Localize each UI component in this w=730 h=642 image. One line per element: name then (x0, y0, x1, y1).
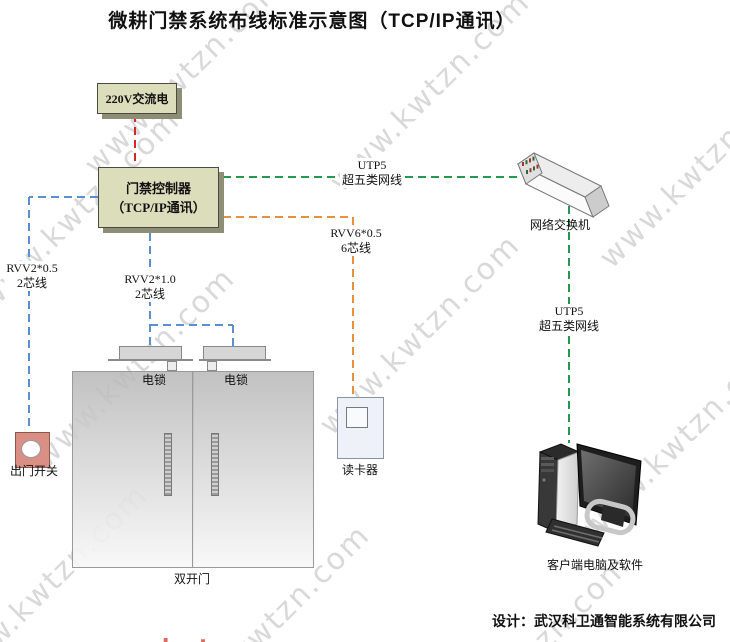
designer-credit: 设计：武汉科卫通智能系统有限公司 (492, 613, 716, 629)
cable-label-rvv2-lock: RVV2*1.0 2芯线 (122, 272, 178, 302)
card-reader-label: 读卡器 (341, 463, 379, 477)
cable-label-utp5-top: UTP5 超五类网线 (339, 158, 405, 188)
cable-utp5-top-line2: 超五类网线 (341, 173, 403, 187)
page-title: 微耕门禁系统布线标准示意图（TCP/IP通讯） (108, 11, 516, 32)
cable-label-rvv2-exit: RVV2*0.5 2芯线 (4, 261, 60, 291)
controller-label-line2: （TCP/IP通讯） (111, 199, 206, 215)
lock-left-foot (167, 361, 177, 371)
lock-right-icon (203, 346, 266, 360)
cable-utp5-down-line1: UTP5 (554, 304, 584, 318)
lock-right-base (199, 359, 271, 361)
controller-node: 门禁控制器 （TCP/IP通讯） (98, 167, 219, 228)
cable-rvv2-lock-line1: RVV2*1.0 (124, 272, 176, 286)
power-node: 220V交流电 (97, 83, 177, 114)
power-label: 220V交流电 (105, 92, 169, 106)
controller-label-line1: 门禁控制器 (125, 180, 191, 196)
lock-left-base (108, 359, 193, 361)
door-right-panel (192, 371, 314, 568)
cable-rvv2-lock-line2: 2芯线 (134, 287, 165, 301)
cable-label-utp5-down: UTP5 超五类网线 (536, 304, 602, 334)
computer-label: 客户端电脑及软件 (546, 558, 644, 572)
lock-right-label: 电锁 (223, 373, 249, 387)
watermark-red: www.kwtzn.com (90, 636, 304, 642)
cable-rvv2-exit-line2: 2芯线 (16, 276, 47, 290)
card-reader-icon (337, 397, 384, 459)
cable-rvv6-line1: RVV6*0.5 (330, 226, 382, 240)
cable-utp5-down-line2: 超五类网线 (538, 319, 600, 333)
switch-label: 网络交换机 (529, 218, 591, 232)
door-label: 双开门 (173, 572, 211, 586)
client-computer-icon (537, 443, 642, 547)
exit-button-icon (15, 432, 50, 468)
door-left-panel (72, 371, 194, 568)
cable-label-rvv6: RVV6*0.5 6芯线 (328, 226, 384, 256)
door-handle-left (164, 433, 172, 496)
network-switch-icon (517, 152, 610, 219)
door-handle-right (211, 433, 219, 496)
cable-utp5-top-line1: UTP5 (357, 158, 387, 172)
cable-rvv6-line2: 6芯线 (340, 241, 371, 255)
lock-left-label: 电锁 (141, 373, 167, 387)
lock-left-icon (119, 346, 182, 360)
card-reader-keypad (346, 407, 368, 428)
lock-right-foot (207, 361, 217, 371)
exit-button-label: 出门开关 (9, 464, 59, 478)
exit-button-circle (21, 440, 41, 458)
cable-rvv2-exit-line1: RVV2*0.5 (6, 261, 58, 275)
